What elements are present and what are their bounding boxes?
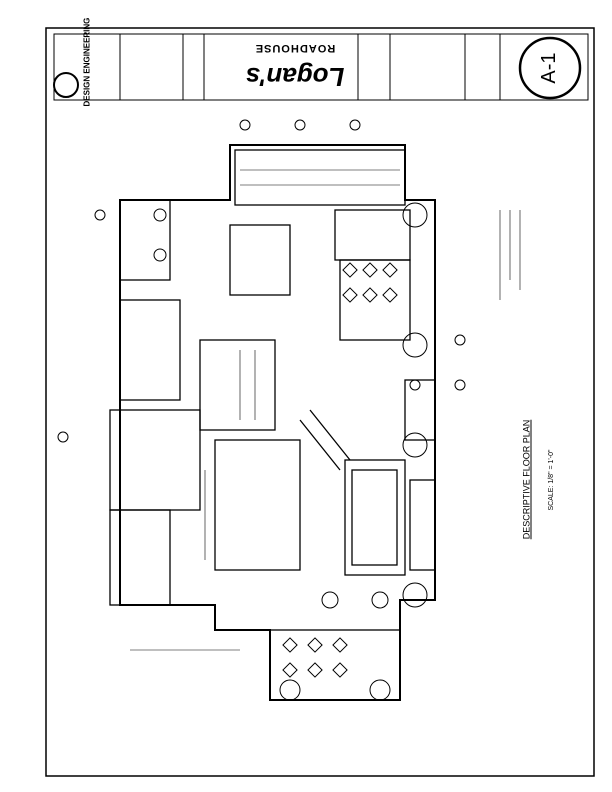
brand-logo: Logan's (245, 62, 345, 92)
plan-scale: SCALE: 1/8" = 1'-0" (548, 449, 555, 511)
sheet-number: A-1 (538, 52, 560, 84)
brand-subtitle: ROADHOUSE (254, 42, 336, 54)
plan-title: DESCRIPTIVE FLOOR PLAN (521, 419, 532, 540)
firm-name: DESIGN ENGINEERING (82, 17, 92, 107)
